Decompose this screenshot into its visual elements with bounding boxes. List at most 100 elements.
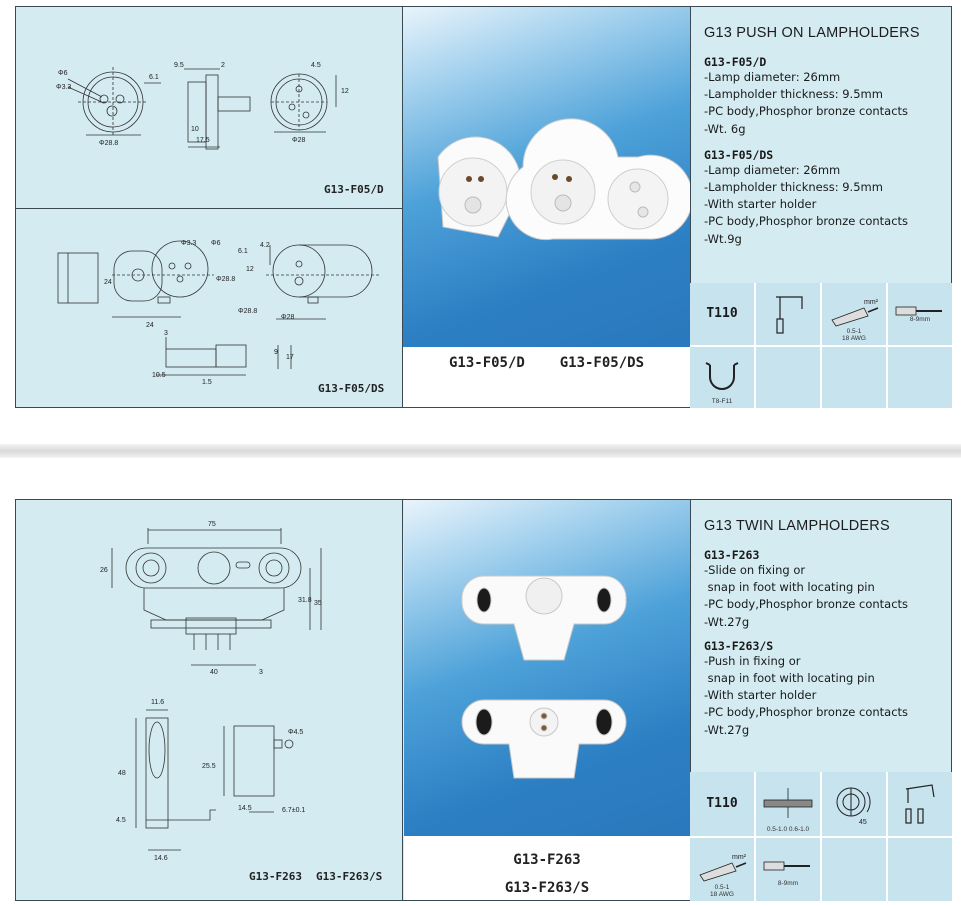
dim-45: 4.5 (311, 62, 321, 69)
caption-f263: G13-F263 (513, 852, 581, 868)
spec-line: -PC body,Phosphor bronze contacts (704, 597, 909, 612)
spec-line: -With starter holder (704, 688, 817, 703)
spec-line: -Push in fixing or (704, 653, 801, 668)
strip-label: 8-9mm (909, 315, 931, 323)
spec-panel-f05: G13 PUSH ON LAMPHOLDERS G13-F05/D -Lamp … (690, 7, 951, 407)
dim-phi45: Φ4.5 (288, 729, 303, 736)
photo-caption-f263: G13-F263 G13-F263/S (404, 836, 690, 900)
spec-line: -Lamp diameter: 26mm (704, 162, 841, 177)
t110-label: T110 (706, 306, 738, 322)
dim-3-c: 3 (259, 669, 263, 676)
dim-61-b: 6.1 (238, 248, 248, 255)
angle-label: 45 (859, 819, 867, 826)
photo-caption-f05: G13-F05/D G13-F05/DS (403, 347, 690, 407)
drawing-label-f05-ds: G13-F05/DS (318, 382, 385, 395)
model-f05-d: G13-F05/D (704, 55, 767, 69)
spec-line: -Lampholder thickness: 9.5mm (704, 87, 883, 102)
product-photo-f05 (403, 7, 694, 347)
dim-phi28: Φ28 (292, 137, 305, 144)
spec-line: snap in foot with locating pin (704, 671, 875, 686)
section-twin-lampholders: 75 26 31.8 35 40 3 11.6 48 4.5 14.6 25.5… (15, 499, 952, 901)
spec-line: -Lamp diameter: 26mm (704, 70, 841, 84)
dim-17: 17 (286, 354, 294, 361)
dim-9: 9 (274, 349, 278, 356)
dim-175: 17.5 (196, 137, 210, 144)
spec-line: -PC body,Phosphor bronze contacts (704, 705, 909, 720)
dim-145: 14.5 (238, 805, 252, 812)
spec-line: -PC body,Phosphor bronze contacts (704, 214, 909, 229)
thickness-label: 0.5-1.0 0.6-1.0 (766, 825, 810, 833)
dim-40: 40 (210, 669, 218, 676)
dim-318: 31.8 (298, 597, 312, 604)
technical-drawing-f05: Φ6 Φ3.3 6.1 Φ28.8 9.5 2 10 17.5 (16, 7, 403, 407)
spec-line: -Wt.9g (704, 231, 742, 246)
technical-drawing-f263: 75 26 31.8 35 40 3 11.6 48 4.5 14.6 25.5… (16, 500, 403, 900)
dim-phi288: Φ28.8 (99, 140, 118, 147)
insulation-displacement-icon (888, 772, 952, 836)
panel-thickness-icon: 0.5-1.0 0.6-1.0 (756, 772, 820, 836)
section-push-on-lampholders: Φ6 Φ3.3 6.1 Φ28.8 9.5 2 10 17.5 (15, 6, 952, 408)
rotation-angle-icon: 45 (822, 772, 886, 836)
spec-line: snap in foot with locating pin (704, 580, 875, 595)
empty-cell (888, 837, 952, 901)
dim-24-h: 24 (146, 322, 154, 329)
dim-phi6: Φ6 (58, 70, 68, 77)
spec-line: -Slide on fixing or (704, 563, 806, 577)
twin-lampholder-photo-illustration (461, 575, 627, 779)
spec-line: -With starter holder (704, 197, 817, 212)
dim-95: 9.5 (174, 62, 184, 69)
dim-phi33-b: Φ3.3 (181, 240, 196, 247)
t110-label: T110 (706, 796, 738, 812)
section-title-twin: G13 TWIN LAMPHOLDERS (704, 518, 890, 534)
spec-line: -Wt.27g (704, 722, 750, 737)
spec-line: -Wt. 6g (704, 121, 746, 136)
f05-ds-drawing: Φ3.3 Φ6 6.1 4.2 24 24 Φ28.8 12 Φ28.8 Φ28… (57, 240, 381, 386)
spec-line: -PC body,Phosphor bronze contacts (704, 104, 909, 119)
section-divider (0, 444, 961, 458)
dim-255: 25.5 (202, 763, 216, 770)
model-f263: G13-F263 (704, 548, 760, 562)
dim-15: 1.5 (202, 379, 212, 386)
model-f263-s: G13-F263/S (704, 638, 774, 653)
dim-26: 26 (100, 567, 108, 574)
model-f05-ds: G13-F05/DS (704, 147, 774, 162)
dim-45-c: 4.5 (116, 817, 126, 824)
f263-drawing: 75 26 31.8 35 40 3 11.6 48 4.5 14.6 25.5… (100, 521, 322, 862)
drawing-separator (16, 208, 403, 209)
f05-d-drawing: Φ6 Φ3.3 6.1 Φ28.8 9.5 2 10 17.5 (56, 62, 349, 150)
empty-cell (756, 346, 820, 408)
caption-f05-ds: G13-F05/DS (559, 355, 645, 371)
spec-line: -Wt.27g (704, 614, 750, 629)
t110-cell: T110 (690, 772, 754, 836)
drawing-label-f05-d: G13-F05/D (324, 183, 384, 196)
product-photo-f263 (404, 500, 690, 836)
dim-146: 14.6 (154, 855, 168, 862)
spec-line: -Lampholder thickness: 9.5mm (704, 180, 883, 195)
dim-phi288-c: Φ28.8 (238, 308, 257, 315)
dim-10: 10 (191, 126, 199, 133)
strip-length-icon: 8-9mm (888, 283, 952, 345)
insulation-displacement-icon (756, 283, 820, 345)
dim-phi28-b: Φ28 (281, 314, 294, 321)
strip-length-icon: 8-9mm (756, 837, 820, 901)
t8-clip-icon: T8-F11 (690, 346, 754, 408)
drawing-label-f263-s: G13-F263/S (316, 870, 383, 883)
clip-label: T8-F11 (711, 398, 733, 405)
empty-cell (888, 346, 952, 408)
dim-42-b: 4.2 (260, 242, 270, 249)
dim-3-b: 3 (164, 330, 168, 337)
section-title-push-on: G13 PUSH ON LAMPHOLDERS (704, 25, 920, 41)
dim-phi288-b: Φ28.8 (216, 276, 235, 283)
empty-cell (822, 837, 886, 901)
dim-phi33: Φ3.3 (56, 84, 71, 91)
dim-12: 12 (341, 88, 349, 95)
dim-2: 2 (221, 62, 225, 69)
dim-105: 10.5 (152, 372, 166, 379)
spec-panel-f263: G13 TWIN LAMPHOLDERS G13-F263 -Slide on … (690, 500, 951, 900)
strip-label: 8-9mm (777, 880, 799, 887)
